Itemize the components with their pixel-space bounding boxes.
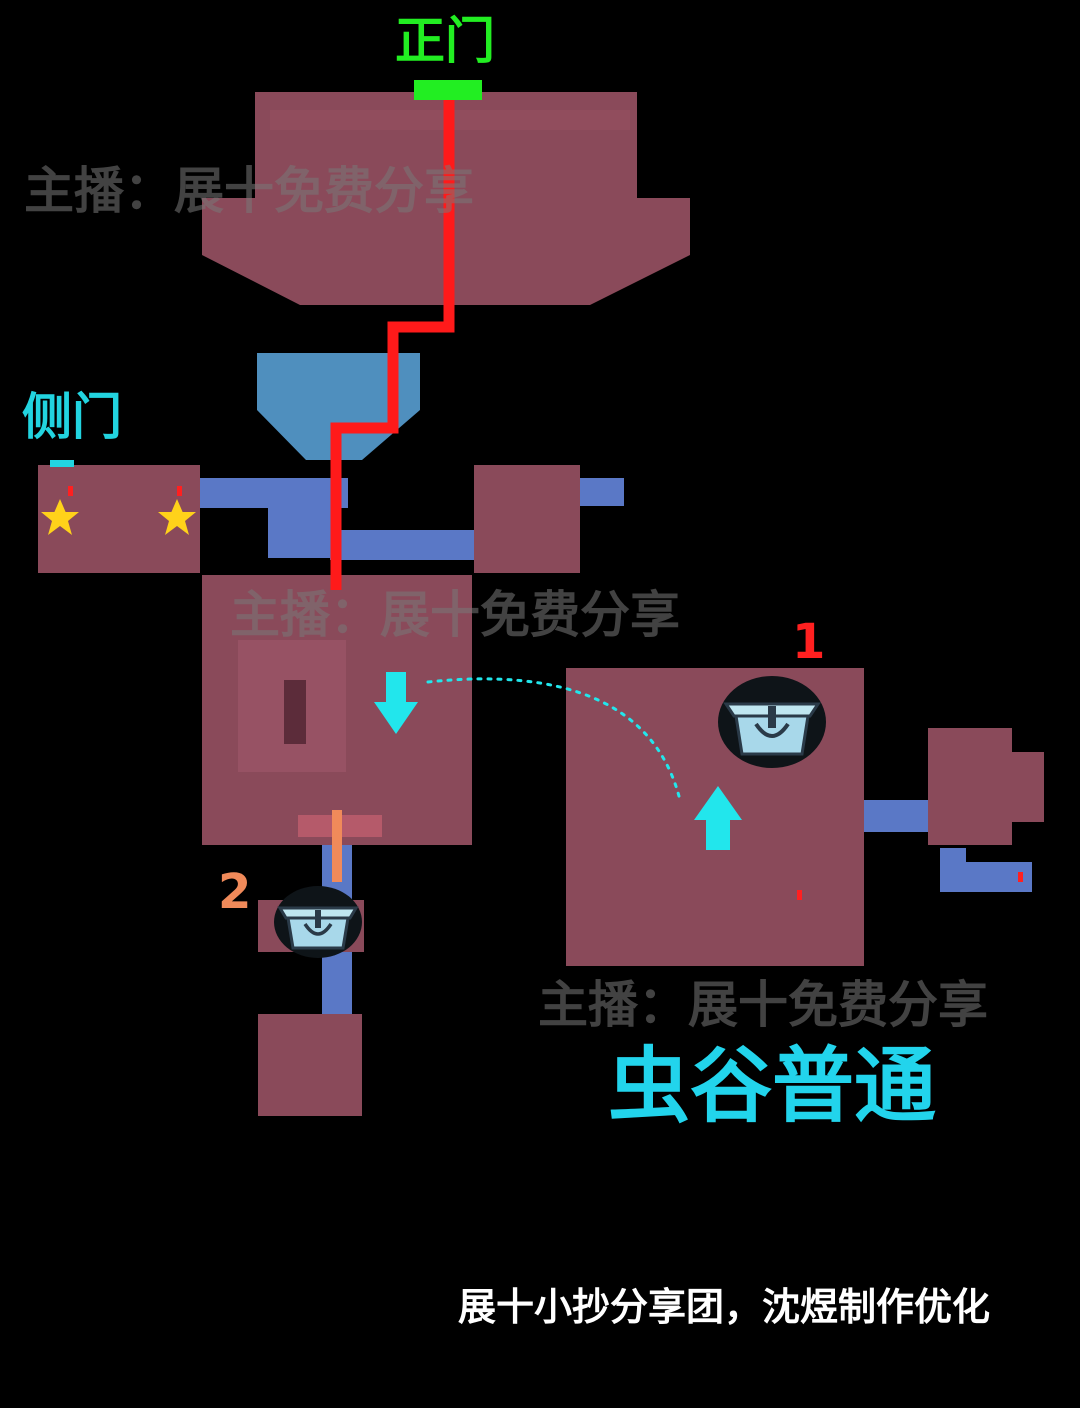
- star-icon: [41, 499, 79, 535]
- red-marks: [68, 486, 1023, 900]
- main-gate-marker: [414, 80, 482, 100]
- arrow-down-icon: [374, 672, 418, 734]
- south-room: [258, 1014, 362, 1116]
- side-gate-marker: [50, 460, 74, 467]
- corridor-east: [330, 530, 480, 560]
- star-icons: [41, 499, 196, 535]
- map-title: 虫谷普通: [608, 1039, 937, 1134]
- route-line: [330, 98, 455, 590]
- arrow-up-icon: [694, 786, 742, 850]
- credit-text: 展十小抄分享团，沈煜制作优化: [458, 1285, 991, 1329]
- watermark: 主播：展十免费分享: [538, 976, 988, 1034]
- right-annex: [928, 728, 1044, 845]
- dotted-path: [426, 677, 682, 802]
- corridor-right: [862, 800, 930, 832]
- main-gate-label: 正门: [395, 12, 495, 70]
- corridor-south-2: [322, 950, 352, 1020]
- chest-2-marker: [332, 810, 342, 882]
- watermark: 主播：展十免费分享: [24, 162, 474, 220]
- east-room: [474, 465, 580, 573]
- corridor-right-down-2: [940, 862, 1032, 892]
- central-altar: [284, 680, 306, 744]
- star-icon: [158, 499, 196, 535]
- watermark: 主播：展十免费分享: [230, 586, 680, 644]
- corridor-far-east: [580, 478, 624, 506]
- corridor-junction: [268, 490, 332, 558]
- chest-1-number: 1: [792, 614, 826, 670]
- side-gate-label: 侧门: [22, 388, 122, 446]
- treasure-chest-icon: [718, 676, 826, 768]
- chest-2-number: 2: [218, 864, 252, 920]
- treasure-chest-icon: [274, 886, 362, 958]
